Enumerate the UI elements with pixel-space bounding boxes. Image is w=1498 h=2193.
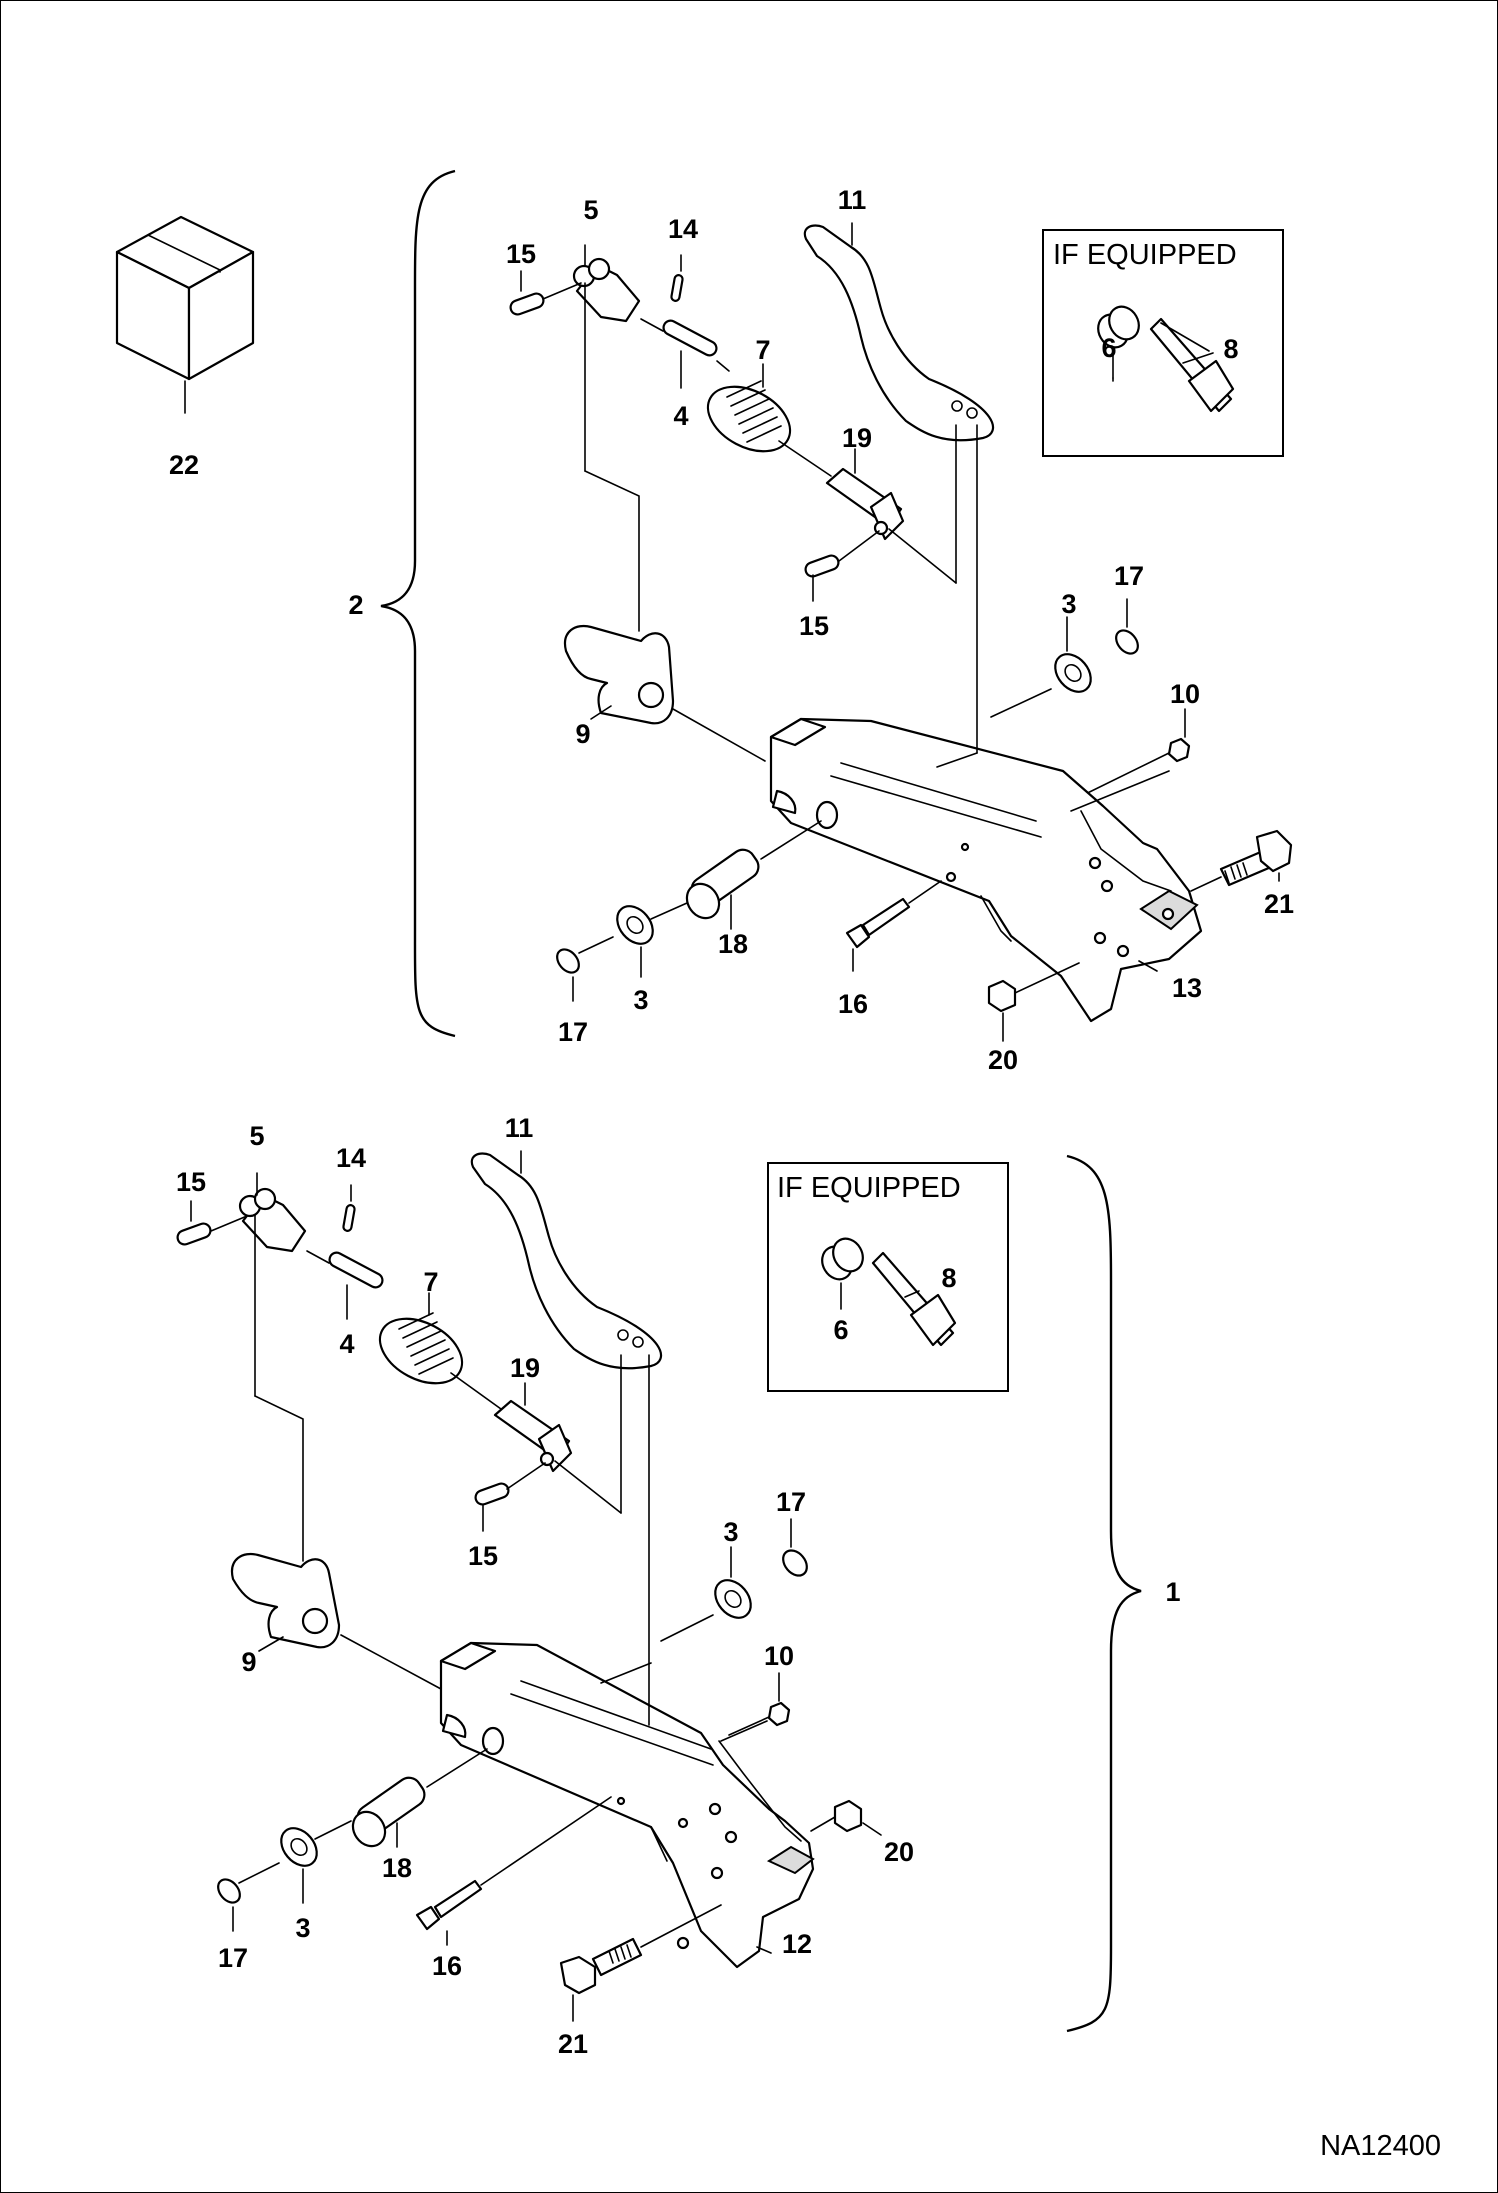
upper-callout-21: 21 bbox=[1264, 889, 1294, 919]
lower-callout-21: 21 bbox=[558, 2029, 588, 2059]
lower-pin-15b bbox=[474, 1462, 546, 1532]
upper-callout-18: 18 bbox=[718, 929, 748, 959]
lower-snapring-17a bbox=[782, 1518, 808, 1577]
lower-callout-15a: 15 bbox=[176, 1167, 206, 1197]
kit-box-icon bbox=[115, 215, 255, 414]
lower-rod-4 bbox=[306, 1250, 384, 1320]
lower-assembly: IF EQUIPPED bbox=[176, 1113, 1181, 2059]
lower-pin-18 bbox=[351, 1748, 488, 1848]
upper-optional-box bbox=[1042, 229, 1284, 457]
upper-pin-15a bbox=[509, 270, 582, 316]
upper-callout-10: 10 bbox=[1170, 679, 1200, 709]
lower-clevis-5 bbox=[238, 1172, 307, 1562]
upper-pin-15b bbox=[804, 530, 880, 602]
lower-nut-20 bbox=[810, 1799, 882, 1836]
upper-latch-9 bbox=[563, 624, 766, 762]
lower-pin-14 bbox=[342, 1184, 356, 1232]
lower-optional-bushing bbox=[821, 1237, 864, 1310]
lower-callout-5: 5 bbox=[249, 1121, 264, 1151]
upper-callout-17b: 17 bbox=[558, 1017, 588, 1047]
lower-callout-10: 10 bbox=[764, 1641, 794, 1671]
upper-pin-18 bbox=[685, 820, 822, 930]
upper-callout-17a: 17 bbox=[1114, 561, 1144, 591]
lower-box-callout-8: 8 bbox=[941, 1263, 956, 1293]
lower-latch-9 bbox=[230, 1552, 442, 1690]
lower-callout-16: 16 bbox=[432, 1951, 462, 1981]
lower-callout-18: 18 bbox=[382, 1853, 412, 1883]
lower-callout-17a: 17 bbox=[776, 1487, 806, 1517]
lower-spring-7 bbox=[378, 1292, 502, 1410]
drawing-code: NA12400 bbox=[1320, 2130, 1441, 2162]
lower-assembly-label: 1 bbox=[1165, 1577, 1180, 1607]
upper-callout-4: 4 bbox=[673, 401, 688, 431]
upper-optional-clevis bbox=[1149, 317, 1235, 413]
lower-callout-4: 4 bbox=[339, 1329, 354, 1359]
upper-optional-box-title: IF EQUIPPED bbox=[1053, 239, 1237, 271]
upper-bolt-16 bbox=[845, 880, 942, 972]
upper-optional-bushing bbox=[1097, 305, 1140, 379]
lower-callout-3b: 3 bbox=[295, 1913, 310, 1943]
upper-spring-7 bbox=[706, 363, 832, 477]
lower-callout-15b: 15 bbox=[468, 1541, 498, 1571]
lower-lever bbox=[470, 1152, 663, 1370]
lower-callout-7: 7 bbox=[423, 1267, 438, 1297]
lower-callout-20: 20 bbox=[884, 1837, 914, 1867]
upper-callout-16: 16 bbox=[838, 989, 868, 1019]
lower-optional-box-title: IF EQUIPPED bbox=[777, 1172, 961, 1204]
upper-washer-3b bbox=[616, 902, 688, 978]
upper-callout-13: 13 bbox=[1172, 973, 1202, 1003]
upper-callout-5: 5 bbox=[583, 195, 598, 225]
upper-assembly: IF EQUIPPED bbox=[348, 169, 1294, 1075]
lower-optional-box bbox=[767, 1162, 1009, 1392]
upper-snapring-17a bbox=[1115, 598, 1139, 655]
upper-callout-3a: 3 bbox=[1061, 589, 1076, 619]
lower-nut-10 bbox=[728, 1672, 791, 1736]
lower-washer-3a bbox=[660, 1546, 752, 1642]
lower-clevis-19 bbox=[493, 1354, 622, 1514]
lower-callout-12: 12 bbox=[782, 1929, 812, 1959]
upper-pin-14 bbox=[670, 254, 684, 302]
upper-callout-11: 11 bbox=[838, 185, 867, 215]
lower-washer-3b bbox=[280, 1820, 352, 1904]
upper-callout-7: 7 bbox=[755, 335, 770, 365]
upper-nut-20 bbox=[987, 962, 1080, 1042]
upper-callout-9: 9 bbox=[575, 719, 590, 749]
upper-washer-3a bbox=[990, 616, 1092, 718]
upper-lever bbox=[803, 224, 995, 442]
lower-callout-11: 11 bbox=[505, 1113, 534, 1143]
upper-brace bbox=[380, 169, 456, 1038]
lower-callout-9: 9 bbox=[241, 1647, 256, 1677]
lower-callout-3a: 3 bbox=[723, 1517, 738, 1547]
upper-callout-14: 14 bbox=[668, 214, 698, 244]
upper-callout-15a: 15 bbox=[506, 239, 536, 269]
callout-kit: 22 bbox=[169, 450, 199, 480]
lower-bolt-21 bbox=[559, 1904, 722, 2022]
upper-assembly-label: 2 bbox=[348, 590, 363, 620]
upper-rod-4 bbox=[640, 318, 730, 389]
lower-brace bbox=[1066, 1154, 1142, 2033]
upper-callout-19: 19 bbox=[842, 423, 872, 453]
lower-snapring-17b bbox=[217, 1862, 280, 1932]
lower-callout-19: 19 bbox=[510, 1353, 540, 1383]
upper-box-callout-8: 8 bbox=[1223, 334, 1238, 364]
lower-optional-clevis bbox=[871, 1251, 957, 1347]
lower-frame-12 bbox=[439, 1354, 815, 1969]
upper-clevis-5 bbox=[572, 244, 641, 632]
upper-callout-20: 20 bbox=[988, 1045, 1018, 1075]
upper-bolt-21 bbox=[1190, 829, 1293, 892]
lower-callout-17b: 17 bbox=[218, 1943, 248, 1973]
lower-pin-15a bbox=[176, 1200, 248, 1246]
upper-box-callout-6: 6 bbox=[1101, 333, 1116, 363]
lower-box-callout-6: 6 bbox=[833, 1315, 848, 1345]
lower-bolt-16 bbox=[415, 1796, 612, 1946]
lower-callout-14: 14 bbox=[336, 1143, 366, 1173]
upper-frame-13 bbox=[769, 424, 1203, 1023]
upper-callout-3b: 3 bbox=[633, 985, 648, 1015]
upper-callout-15b: 15 bbox=[799, 611, 829, 641]
upper-snapring-17b bbox=[556, 936, 614, 1002]
upper-clevis-19 bbox=[825, 424, 957, 584]
